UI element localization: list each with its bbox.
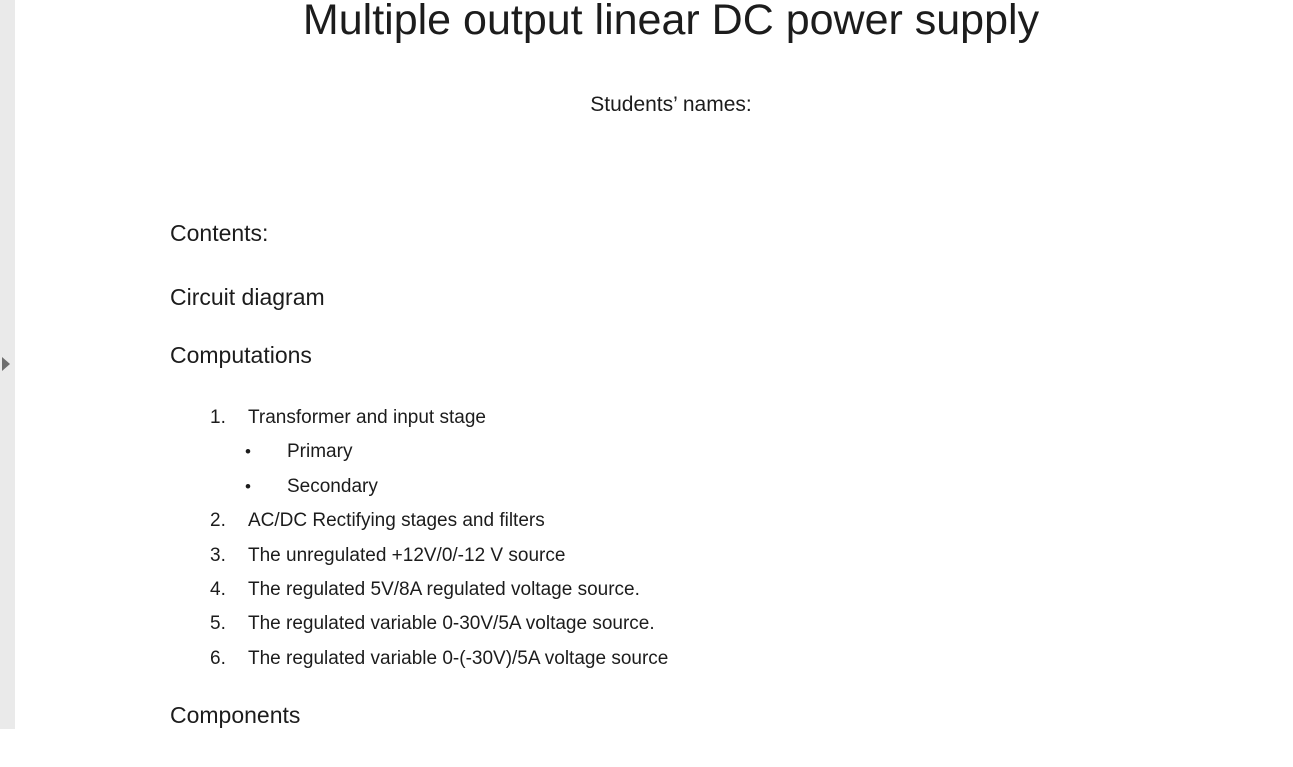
list-number: 1. bbox=[210, 407, 226, 428]
list-item: 5. The regulated variable 0-30V/5A volta… bbox=[210, 607, 668, 641]
list-number: 4. bbox=[210, 578, 226, 600]
document-title: Multiple output linear DC power supply bbox=[302, 0, 1040, 44]
list-item-text: Secondary bbox=[287, 475, 378, 497]
contents-heading: Contents: bbox=[170, 220, 269, 246]
circuit-diagram-heading: Circuit diagram bbox=[170, 284, 325, 310]
list-item-text: The regulated variable 0-30V/5A voltage … bbox=[248, 613, 655, 635]
list-item-text: Primary bbox=[287, 441, 353, 463]
list-item-bullet: • Secondary bbox=[210, 470, 668, 504]
list-item: 2. AC/DC Rectifying stages and filters bbox=[210, 504, 668, 538]
list-item: 6. The regulated variable 0-(-30V)/5A vo… bbox=[210, 642, 668, 676]
list-item: 4. The regulated 5V/8A regulated voltage… bbox=[210, 573, 668, 607]
list-number: 5. bbox=[210, 613, 226, 635]
list-item-bullet: • Primary bbox=[210, 435, 668, 469]
list-item: 3. The unregulated +12V/0/-12 V source bbox=[210, 539, 668, 573]
list-item-text: The regulated variable 0-(-30V)/5A volta… bbox=[248, 647, 669, 669]
bullet-icon: • bbox=[245, 476, 251, 496]
list-number: 3. bbox=[210, 544, 226, 566]
expand-pane-arrow-icon[interactable] bbox=[2, 357, 10, 371]
list-item-text: Transformer and input stage bbox=[248, 407, 486, 428]
list-item-text: The regulated 5V/8A regulated voltage so… bbox=[248, 578, 640, 600]
list-number: 2. bbox=[210, 510, 226, 532]
list-item-text: The unregulated +12V/0/-12 V source bbox=[248, 544, 566, 566]
computations-heading: Computations bbox=[170, 342, 312, 368]
bullet-icon: • bbox=[245, 442, 251, 462]
students-names-label: Students’ names: bbox=[590, 93, 752, 116]
components-heading: Components bbox=[170, 702, 301, 728]
list-number: 6. bbox=[210, 647, 226, 669]
computations-list: 1. Transformer and input stage • Primary… bbox=[210, 401, 668, 676]
list-item-text: AC/DC Rectifying stages and filters bbox=[248, 510, 545, 532]
list-item: 1. Transformer and input stage bbox=[210, 401, 668, 435]
